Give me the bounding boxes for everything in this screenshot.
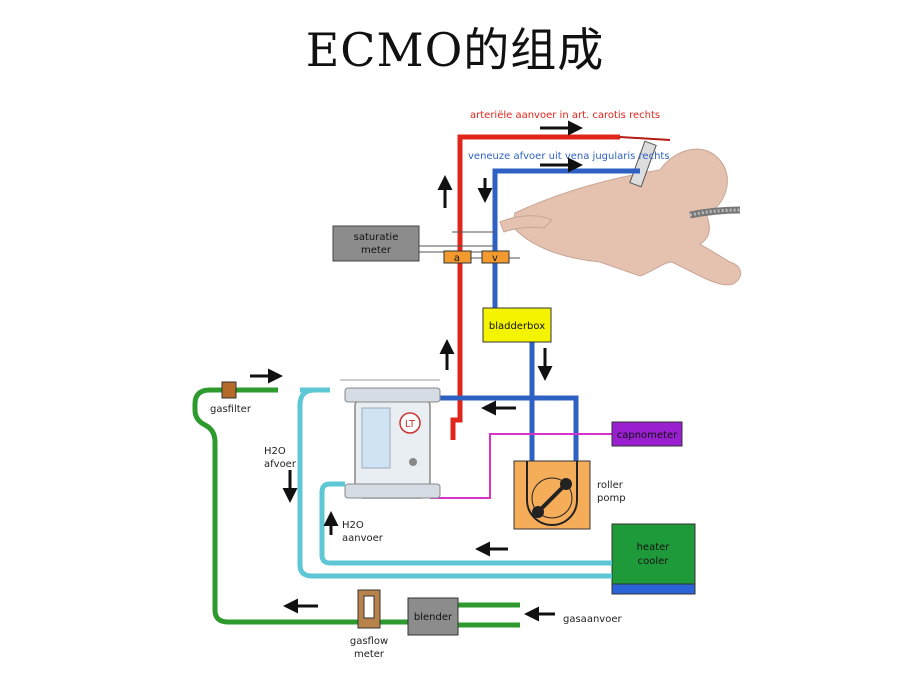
svg-text:cooler: cooler [638,556,670,567]
port-v: v [481,250,510,264]
blender: blender [407,597,459,636]
h2o-aanvoer-label-2: aanvoer [342,533,384,544]
h2o-afvoer-label-2: afvoer [264,459,297,470]
oxygenator-brand: LT [405,419,416,430]
svg-text:gasfilter: gasfilter [210,404,252,415]
gas-line [192,387,520,628]
saturation-meter-label-2: meter [361,245,392,256]
svg-text:roller: roller [597,480,624,491]
bladderbox: bladderbox [482,307,552,343]
svg-text:capnometer: capnometer [617,430,678,441]
svg-text:gasflow: gasflow [350,636,388,647]
port-a: a [443,250,472,264]
arterial-line [450,134,671,440]
svg-text:blender: blender [414,612,453,623]
saturation-meter: saturatie meter [332,225,420,262]
arterial-label: arteriële aanvoer in art. carotis rechts [470,110,660,121]
gasflow-meter: gasflow meter [350,589,388,660]
svg-text:bladderbox: bladderbox [489,321,545,332]
venous-label: veneuze afvoer uit vena jugularis rechts [468,151,670,162]
svg-text:pomp: pomp [597,493,626,504]
flow-arrows [250,120,583,622]
roller-pump: roller pomp [513,460,626,530]
svg-text:heater: heater [637,542,671,553]
gasaanvoer-label: gasaanvoer [563,614,622,625]
svg-text:a: a [454,253,460,264]
svg-text:meter: meter [354,649,385,660]
heater-cooler: heater cooler [611,523,696,595]
saturation-meter-label-1: saturatie [354,232,399,243]
h2o-afvoer-label-1: H2O [264,446,286,457]
page-title: ECMO的组成 [305,23,605,77]
water-lines [297,387,612,579]
oxygenator: LT [340,379,441,499]
svg-text:v: v [492,253,498,264]
capnometer: capnometer [430,421,683,499]
h2o-aanvoer-label-1: H2O [342,520,364,531]
patient-figure [499,140,742,286]
gasfilter: gasfilter [210,381,252,415]
